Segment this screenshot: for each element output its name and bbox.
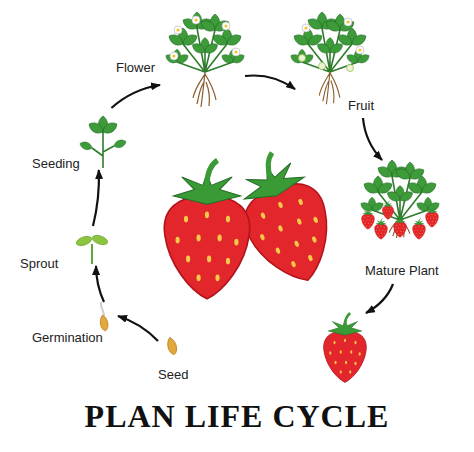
cycle-arrow <box>96 266 104 302</box>
stage-node: Mature Plant <box>355 160 445 260</box>
stage-label: Mature Plant <box>365 263 439 278</box>
unripe-berry <box>319 63 326 70</box>
unripe-berry <box>299 55 306 62</box>
strawberry <box>164 160 249 299</box>
radicle <box>101 302 104 316</box>
plant <box>164 12 246 72</box>
strawberry <box>324 313 367 382</box>
flower <box>302 24 310 32</box>
seed <box>99 314 109 331</box>
cycle-arrow <box>245 76 295 90</box>
flower <box>170 52 178 60</box>
stage-label: Seed <box>158 367 188 382</box>
strawberry <box>362 208 375 229</box>
stage-node: Sprout <box>78 226 108 266</box>
cotyledon <box>75 235 93 248</box>
strawberry <box>375 218 388 239</box>
seed <box>166 336 179 355</box>
stage-node: Fruit <box>295 22 380 118</box>
stage-node: Seeding <box>82 108 124 170</box>
cycle-arrow <box>111 85 160 108</box>
flower <box>344 18 352 26</box>
cycle-arrow <box>93 170 99 226</box>
cycle-arrow <box>118 316 158 341</box>
arrow <box>366 284 393 313</box>
stage-node: Germination <box>90 302 118 330</box>
stage-label: Germination <box>32 330 103 345</box>
stage-node: Seed <box>158 332 191 362</box>
title-wrap: PLAN LIFE CYCLE <box>0 398 474 435</box>
stem <box>92 132 114 168</box>
strawberry <box>426 206 439 227</box>
roots <box>193 72 216 107</box>
stage-label: Sprout <box>20 256 58 271</box>
roots <box>319 71 340 104</box>
stage-label: Seeding <box>32 156 80 171</box>
flower <box>232 48 240 56</box>
title: PLAN LIFE CYCLE <box>85 398 390 434</box>
stage-node: Flower <box>160 22 245 112</box>
leaf <box>113 138 127 149</box>
plant <box>289 12 371 72</box>
strawberry <box>394 216 407 237</box>
strawberry <box>413 218 426 239</box>
cotyledon <box>91 234 109 247</box>
roots <box>389 217 410 238</box>
stage-label: Fruit <box>348 98 374 113</box>
cycle-arrow <box>363 118 382 160</box>
strawberry <box>382 201 393 219</box>
leaf <box>79 140 93 151</box>
leaf-cluster <box>87 116 119 136</box>
sprout-stem <box>91 244 93 264</box>
flower <box>174 26 182 34</box>
flower <box>222 22 230 30</box>
flower <box>192 16 200 24</box>
flower <box>356 46 364 54</box>
stage-label: Flower <box>116 60 155 75</box>
unripe-berry <box>347 65 354 72</box>
